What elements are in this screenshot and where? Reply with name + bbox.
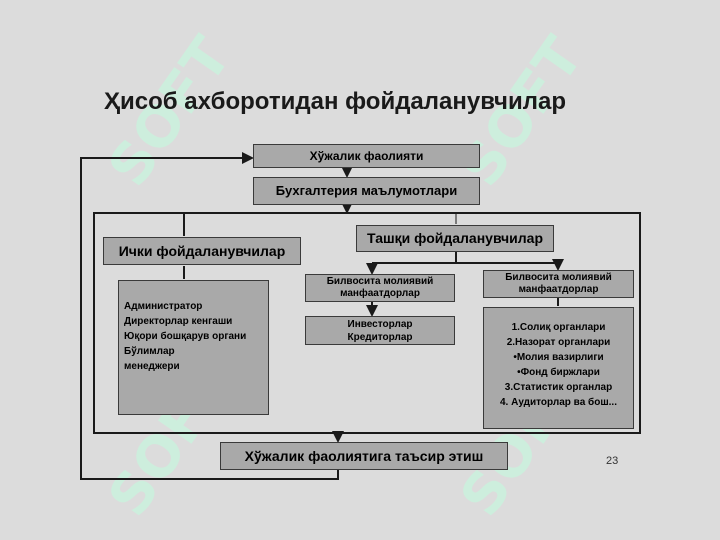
list-item: 2.Назорат органлари [506, 337, 611, 348]
direct-interest-box: Билвосита молиявий манфаатдорлар [305, 274, 455, 302]
activity-box: Хўжалик фаолияти [253, 144, 480, 168]
list-item: Бўлимлар [124, 346, 175, 357]
list-item: менеджери [124, 361, 180, 372]
page-title: Ҳисоб ахборотидан фойдаланувчилар [104, 88, 566, 115]
internal-users-list: Администратор Директорлар кенгаши Юқори … [118, 280, 269, 415]
list-item: Администратор [124, 301, 203, 312]
accounting-data-box: Бухгалтерия маълумотлари [253, 177, 480, 205]
users-frame [93, 212, 641, 434]
list-item: 4. Аудиторлар ва бош... [500, 397, 617, 408]
list-item: 1.Солиқ органлари [511, 322, 606, 333]
indirect-interest-box: Билвосита молиявий манфаатдорлар [483, 270, 634, 298]
external-users-list: 1.Солиқ органлари 2.Назорат органлари •М… [483, 307, 634, 429]
list-item: 3.Статистик органлар [504, 382, 613, 393]
investors-list: Инвесторлар Кредиторлар [305, 316, 455, 345]
list-item: Юқори бошқарув органи [124, 331, 247, 342]
external-users-box: Ташқи фойдаланувчилар [356, 225, 554, 252]
list-item: Инвесторлар [347, 318, 413, 330]
impact-box: Хўжалик фаолиятига таъсир этиш [220, 442, 508, 470]
page-number: 23 [606, 455, 619, 467]
internal-users-box: Ички фойдаланувчилар [103, 237, 301, 265]
list-item: •Молия вазирлиги [513, 352, 604, 363]
list-item: •Фонд биржлари [517, 367, 600, 378]
feedback-loop-line [80, 152, 339, 480]
list-item: Кредиторлар [347, 331, 413, 343]
list-item: Директорлар кенгаши [124, 316, 233, 327]
